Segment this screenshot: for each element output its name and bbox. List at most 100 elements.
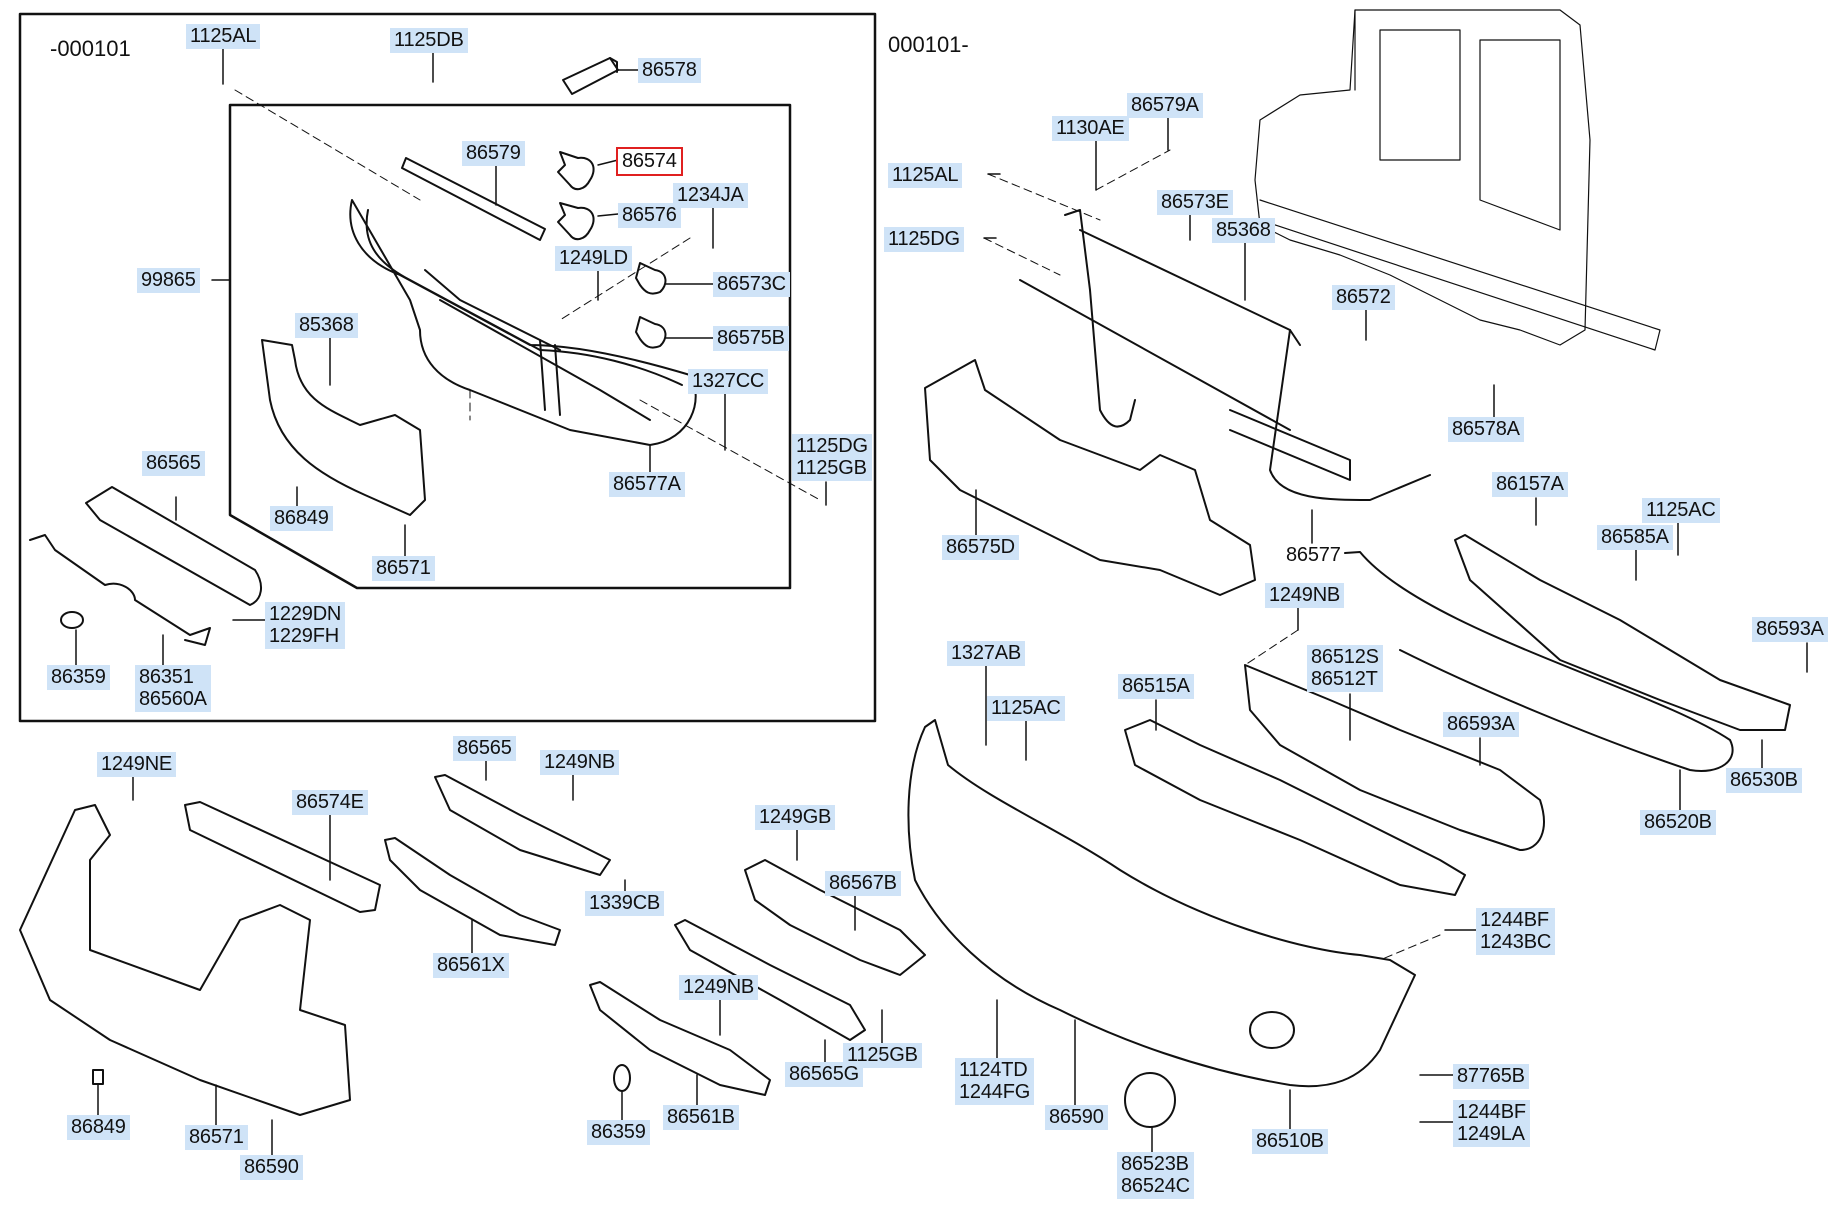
assembly-frame xyxy=(228,103,792,590)
part-86523B-foglamp-cover xyxy=(1124,1072,1176,1128)
part-86510B-bumper xyxy=(907,719,1416,1088)
part-86565-bar xyxy=(85,486,262,606)
part-label[interactable]: 86530B xyxy=(1726,768,1802,793)
part-86577A-guard xyxy=(349,199,697,446)
part-label[interactable]: 86577A xyxy=(609,472,685,497)
part-label[interactable]: 86561B xyxy=(663,1105,739,1130)
part-label[interactable]: 86510B xyxy=(1252,1129,1328,1154)
part-86576-clip xyxy=(557,202,595,241)
part-label[interactable]: 86573C xyxy=(713,272,790,297)
part-label[interactable]: 1234JA xyxy=(673,183,748,208)
part-label-selected[interactable]: 86574 xyxy=(616,147,683,176)
part-86561B-grille xyxy=(589,981,771,1096)
part-label[interactable]: 86567B xyxy=(825,871,901,896)
part-label[interactable]: 1339CB xyxy=(585,891,665,916)
part-label[interactable]: 1244BF 1249LA xyxy=(1453,1100,1530,1147)
part-label[interactable]: 1249NB xyxy=(679,975,759,1000)
part-label[interactable]: 86571 xyxy=(372,556,435,581)
radiator-support xyxy=(1254,9,1661,351)
part-86351-harness xyxy=(29,534,211,646)
part-label[interactable]: 1327AB xyxy=(947,641,1025,666)
part-label[interactable]: 86585A xyxy=(1597,525,1673,550)
part-label[interactable]: 86849 xyxy=(270,506,333,531)
part-label[interactable]: 86571 xyxy=(185,1125,248,1150)
part-label[interactable]: 86577 xyxy=(1286,544,1341,566)
part-label[interactable]: 1130AE xyxy=(1052,116,1129,141)
part-label[interactable]: 1125DG 1125GB xyxy=(792,434,872,481)
part-86571-bracket xyxy=(261,339,426,516)
left-panel-code: -000101 xyxy=(50,36,131,61)
part-label[interactable]: 86574E xyxy=(292,790,368,815)
part-86577-guard xyxy=(1019,209,1431,501)
part-label[interactable]: 86351 86560A xyxy=(135,665,211,712)
part-label[interactable]: 86593A xyxy=(1752,617,1828,642)
part-label[interactable]: 85368 xyxy=(295,313,358,338)
part-86571-lower xyxy=(19,804,351,1116)
part-label[interactable]: 1249NB xyxy=(540,750,620,775)
part-label[interactable]: 1249NE xyxy=(97,752,177,777)
part-label[interactable]: 86565G xyxy=(785,1062,863,1087)
part-86561X-strip xyxy=(384,837,561,946)
part-label[interactable]: 86575D xyxy=(942,535,1019,560)
part-86359-emblem xyxy=(60,611,84,629)
part-label[interactable]: 85368 xyxy=(1212,218,1275,243)
part-label[interactable]: 1229DN 1229FH xyxy=(265,602,346,649)
part-label[interactable]: 1249LD xyxy=(555,246,632,271)
part-label[interactable]: 86573E xyxy=(1157,190,1233,215)
part-label[interactable]: 86576 xyxy=(618,203,681,228)
part-label[interactable]: 86515A xyxy=(1118,674,1194,699)
part-label[interactable]: 86520B xyxy=(1640,810,1716,835)
part-label[interactable]: 86359 xyxy=(587,1120,650,1145)
part-label[interactable]: 99865 xyxy=(137,268,200,293)
part-label[interactable]: 86523B 86524C xyxy=(1117,1152,1194,1199)
part-86530B-absorber xyxy=(1454,534,1791,731)
part-label[interactable]: 86565 xyxy=(453,736,516,761)
part-86574E-tube xyxy=(184,801,381,913)
right-panel-code: 000101- xyxy=(888,32,969,57)
part-86575D-cover xyxy=(924,359,1256,596)
part-86512-grille xyxy=(1244,664,1545,851)
part-label[interactable]: 1244BF 1243BC xyxy=(1476,908,1556,955)
part-label[interactable]: 1125AC xyxy=(987,696,1065,721)
part-label[interactable]: 1125AL xyxy=(888,163,963,188)
part-86573C-clip xyxy=(635,262,667,295)
part-86574-clip xyxy=(557,151,595,191)
part-86849-cap xyxy=(92,1069,104,1085)
part-label[interactable]: 86565 xyxy=(142,451,205,476)
part-label[interactable]: 1249GB xyxy=(755,805,836,830)
part-label[interactable]: 1124TD 1244FG xyxy=(955,1058,1035,1105)
part-label[interactable]: 86561X xyxy=(433,953,509,978)
part-label[interactable]: 1249NB xyxy=(1265,583,1345,608)
part-label[interactable]: 1125AL xyxy=(186,24,261,49)
part-86565G-strip xyxy=(674,919,866,1041)
part-label[interactable]: 1125AC xyxy=(1642,498,1720,523)
part-86515A-support xyxy=(1124,719,1466,896)
part-label[interactable]: 87765B xyxy=(1453,1064,1529,1089)
part-label[interactable]: 86593A xyxy=(1443,712,1519,737)
part-label[interactable]: 86578A xyxy=(1448,417,1524,442)
part-label[interactable]: 86512S 86512T xyxy=(1307,645,1383,692)
part-86520B-beam xyxy=(1344,551,1734,772)
part-label[interactable]: 86359 xyxy=(47,665,110,690)
part-86578-bracket xyxy=(562,57,619,95)
part-86565-grille xyxy=(434,774,611,876)
part-86579-strip xyxy=(401,157,546,241)
part-label[interactable]: 1125DG xyxy=(884,227,964,252)
part-label[interactable]: 86579A xyxy=(1127,93,1203,118)
part-label[interactable]: 86575B xyxy=(713,326,789,351)
part-label[interactable]: 86590 xyxy=(1045,1105,1108,1130)
part-86567B-bracket xyxy=(744,859,926,976)
part-label[interactable]: 86579 xyxy=(462,141,525,166)
part-label[interactable]: 86572 xyxy=(1332,285,1395,310)
left-panel-frame xyxy=(18,12,877,723)
part-label[interactable]: 1125DB xyxy=(390,28,468,53)
part-label[interactable]: 86578 xyxy=(638,58,701,83)
part-label[interactable]: 86590 xyxy=(240,1155,303,1180)
part-label[interactable]: 86157A xyxy=(1492,472,1568,497)
part-86575B-clip xyxy=(635,316,667,349)
part-label[interactable]: 1327CC xyxy=(688,369,769,394)
part-label[interactable]: 86849 xyxy=(67,1115,130,1140)
part-86359-emblem-lower xyxy=(613,1064,631,1092)
